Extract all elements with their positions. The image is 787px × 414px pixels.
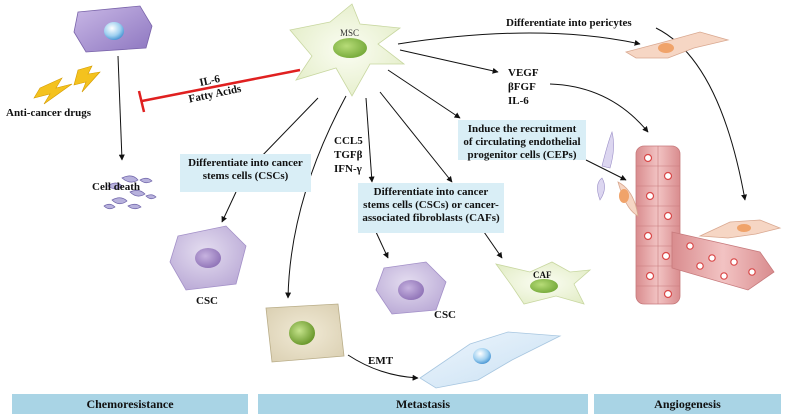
- apoptotic-cell-fragments: [103, 175, 157, 210]
- tumor-cell-top-left: [73, 5, 153, 53]
- caf-label: CAF: [533, 270, 552, 280]
- csc-middle-label: CSC: [434, 309, 456, 321]
- blood-vessel: [597, 131, 782, 305]
- inhibition-arrow: [137, 68, 301, 113]
- epithelial-cell: [265, 303, 345, 363]
- ccl5-label: CCL5: [334, 135, 363, 147]
- csc-caf-differentiation-box: Differentiate into cancer stems cells (C…: [358, 183, 504, 233]
- caf-cell: [495, 261, 592, 305]
- mesenchymal-cell: [419, 331, 562, 389]
- ifng-label: IFN-γ: [334, 163, 362, 175]
- bfgf-label: βFGF: [508, 81, 536, 93]
- cep-recruitment-box: Induce the recruitment of circulating en…: [458, 120, 586, 161]
- vegf-label: VEGF: [508, 67, 539, 79]
- csc-differentiation-box: Differentiate into cancer stems cells (C…: [180, 154, 311, 192]
- msc-cell: [289, 3, 406, 97]
- csc-left-label: CSC: [196, 295, 218, 307]
- pericyte-cell-top: [624, 31, 730, 59]
- il6-inhibit-label: IL-6: [198, 73, 221, 89]
- msc-label: MSC: [340, 28, 359, 38]
- chemoresistance-bar: Chemoresistance: [12, 394, 248, 414]
- il6-angio-label: IL-6: [508, 95, 529, 107]
- lightning-bolt-icon: [33, 65, 101, 105]
- arrow-to-cell-death: [117, 55, 125, 161]
- csc-cell-left: [169, 225, 247, 291]
- emt-label: EMT: [368, 355, 394, 367]
- cell-death-label: Cell death: [92, 181, 140, 193]
- angiogenesis-bar: Angiogenesis: [594, 394, 781, 414]
- differentiate-pericytes-label: Differentiate into pericytes: [506, 17, 632, 29]
- csc-cell-middle: [375, 261, 447, 315]
- anti-cancer-drugs-label: Anti-cancer drugs: [6, 107, 92, 119]
- msc-arrows: [221, 27, 748, 381]
- metastasis-bar: Metastasis: [258, 394, 588, 414]
- tgfb-label: TGFβ: [334, 149, 363, 161]
